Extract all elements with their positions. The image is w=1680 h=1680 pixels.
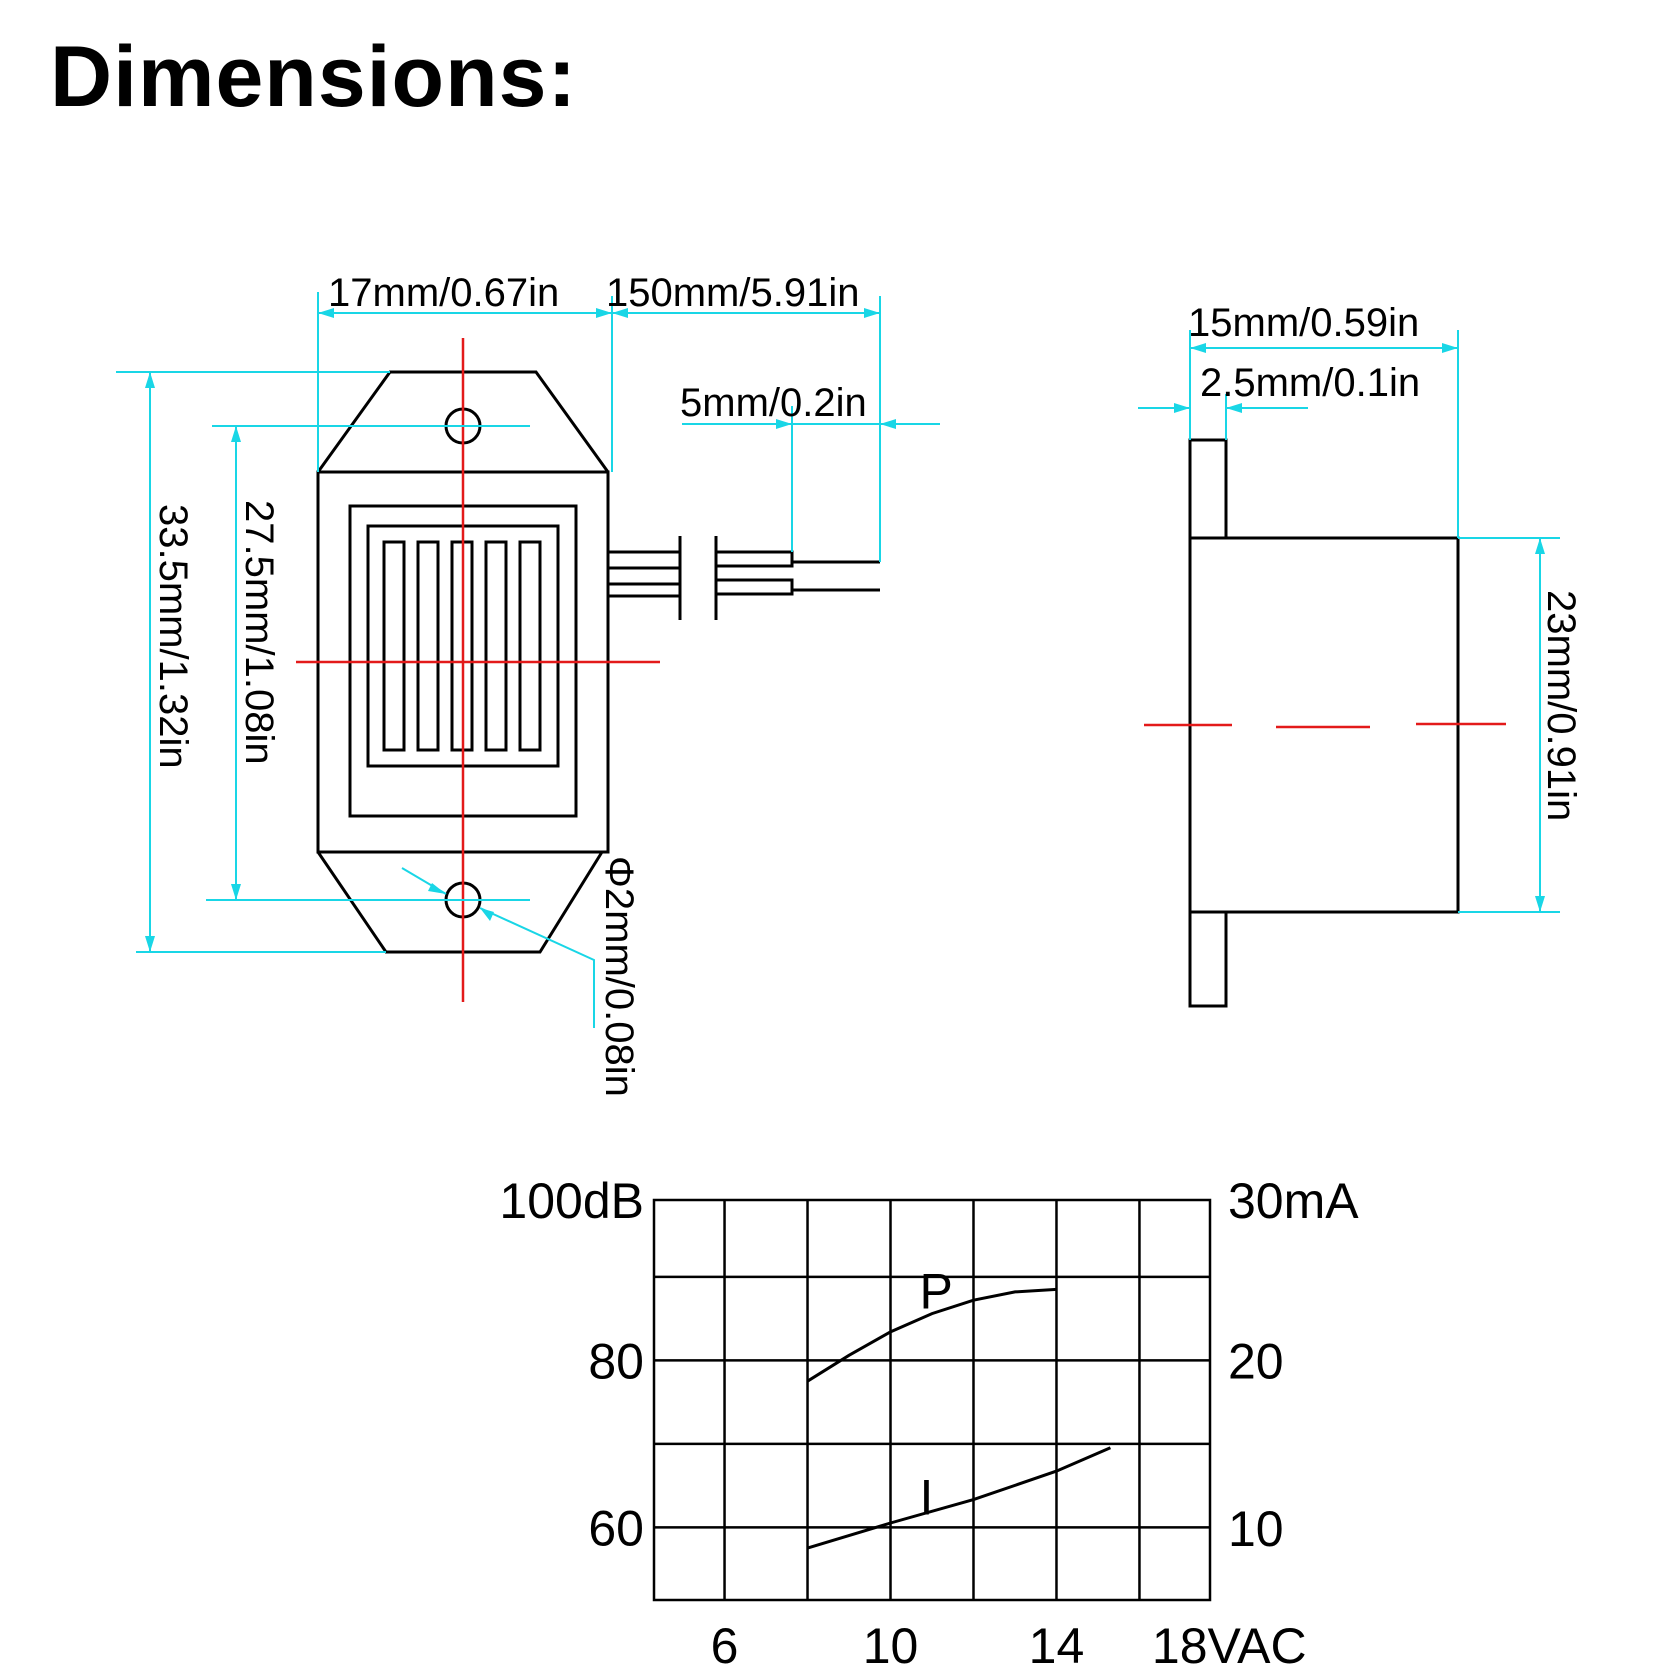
overall-height-label: 33.5mm/1.32in — [151, 504, 195, 769]
series-p-label: P — [920, 1264, 953, 1320]
sound-slots — [382, 540, 542, 752]
front-width-label: 17mm/0.67in — [328, 271, 559, 315]
left-y-tick-label: 80 — [588, 1333, 644, 1389]
bottom-mounting-tab — [316, 851, 604, 954]
x-tick-label: 14 — [1029, 1618, 1085, 1674]
chart-series: PI — [806, 1264, 1111, 1550]
left-y-tick-label: 100dB — [499, 1173, 644, 1229]
x-tick-label: 10 — [863, 1618, 919, 1674]
chart-frame — [652, 1198, 1212, 1602]
chart-grid — [652, 1198, 1212, 1602]
front-view: 17mm/0.67in 150mm/5.91in 5mm/0.2in 33.5m… — [116, 271, 940, 1097]
strip-length-label: 5mm/0.2in — [680, 381, 867, 425]
chart-tick-labels: 6 10 14 18VAC 100dB 80 60 30mA 20 10 — [499, 1173, 1359, 1674]
flange-thickness-label: 2.5mm/0.1in — [1200, 361, 1420, 405]
sound-slot — [518, 540, 542, 752]
right-y-tick-label: 30mA — [1228, 1173, 1359, 1229]
right-y-tick-label: 20 — [1228, 1334, 1284, 1390]
right-y-tick-label: 10 — [1228, 1501, 1284, 1557]
sound-slot — [484, 540, 508, 752]
sound-slot — [382, 540, 406, 752]
front-dimension-lines — [116, 292, 940, 1028]
x-tick-label: 18VAC — [1152, 1618, 1307, 1674]
page-title: Dimensions: — [50, 29, 578, 125]
lead-length-label: 150mm/5.91in — [606, 271, 859, 315]
series-p-line — [806, 1287, 1057, 1383]
side-bottom-flange — [1188, 910, 1228, 1008]
side-view: 15mm/0.59in 2.5mm/0.1in 23mm/0.91in — [1138, 301, 1583, 1008]
sound-slot — [416, 540, 440, 752]
series-i-line — [807, 1446, 1111, 1550]
hole-diameter-label: Φ2mm/0.08in — [597, 856, 641, 1097]
left-y-tick-label: 60 — [588, 1500, 644, 1556]
series-i-label: I — [920, 1470, 934, 1526]
side-height-label: 23mm/0.91in — [1539, 590, 1583, 821]
side-centerline — [1144, 722, 1506, 729]
side-depth-label: 15mm/0.59in — [1188, 301, 1419, 345]
hole-spacing-label: 27.5mm/1.08in — [237, 500, 281, 765]
side-top-flange — [1188, 438, 1228, 540]
lead-wires — [608, 536, 880, 620]
side-dimension-lines — [1138, 330, 1560, 913]
x-tick-label: 6 — [711, 1618, 739, 1674]
